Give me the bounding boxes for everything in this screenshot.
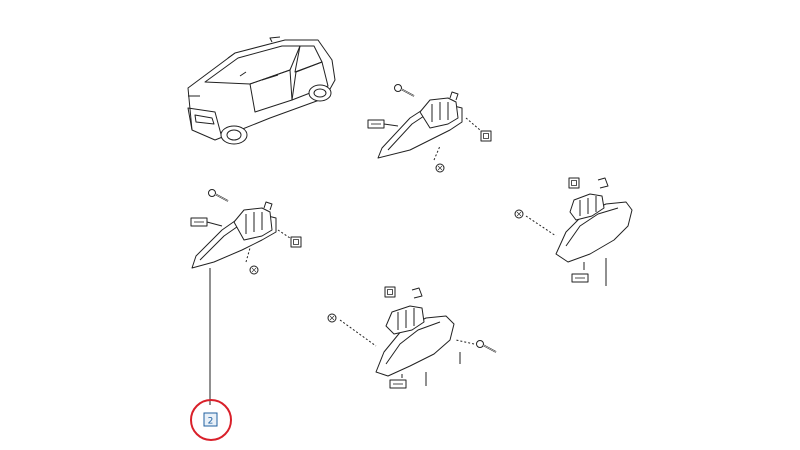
callout-marker[interactable]: 2: [190, 399, 232, 441]
highlight-circle: [190, 399, 232, 441]
front-right-door-handle-assembly: [514, 177, 633, 286]
rear-left-door-handle-assembly: [367, 83, 492, 173]
front-left-door-handle-assembly: [190, 188, 302, 405]
callout-box: [203, 412, 218, 427]
callout-number: 2: [208, 417, 214, 427]
rear-right-door-handle-assembly: [327, 286, 497, 389]
hatchback-car-icon: [187, 36, 336, 145]
